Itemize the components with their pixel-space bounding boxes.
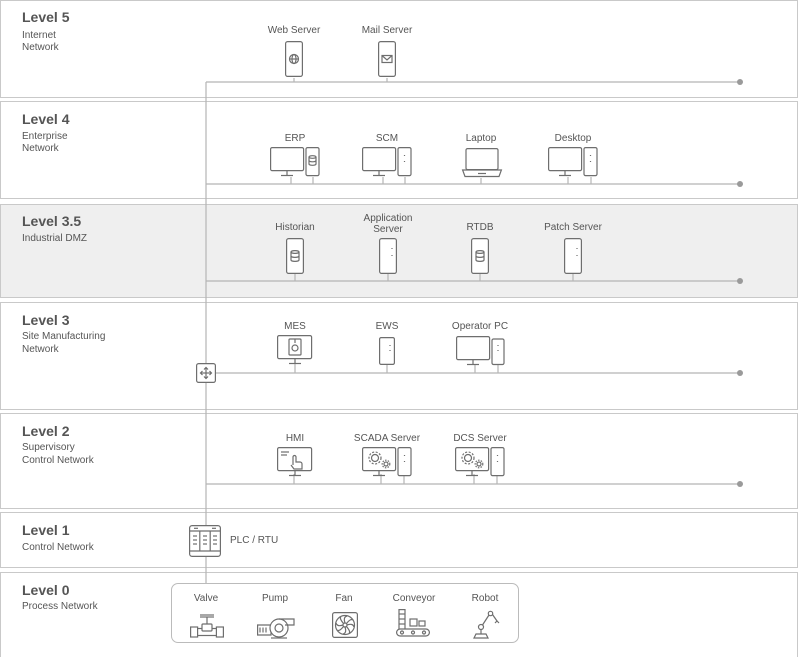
desktop-icon <box>548 147 600 177</box>
plc-rtu-label: PLC / RTU <box>230 535 279 546</box>
level-2-desc-line2: Control Network <box>22 455 94 466</box>
application-server-label-line2: Server <box>373 224 403 235</box>
level-5-desc-line1: Internet <box>22 30 56 41</box>
web-server-icon <box>285 41 303 77</box>
plc-rtu-icon <box>189 525 221 557</box>
pump-label: Pump <box>261 593 289 604</box>
application-server-label-line1: Application <box>363 213 413 224</box>
hmi-label: HMI <box>285 433 305 444</box>
robot-label: Robot <box>471 593 499 604</box>
operator-pc-label: Operator PC <box>451 321 509 332</box>
laptop-label: Laptop <box>465 133 497 144</box>
patch-server-icon <box>564 238 582 274</box>
operator-pc-icon <box>456 336 508 366</box>
conveyor-icon <box>396 609 430 639</box>
erp-label: ERP <box>284 133 306 144</box>
erp-icon <box>270 147 322 177</box>
web-server-label: Web Server <box>267 25 321 36</box>
scm-icon <box>362 147 414 177</box>
ews-label: EWS <box>375 321 399 332</box>
level-0-title: Level 0 <box>22 582 70 598</box>
fan-icon <box>332 612 358 638</box>
level-4-desc-line2: Network <box>22 143 59 154</box>
rtdb-icon <box>471 238 489 274</box>
level-2-title: Level 2 <box>22 423 70 439</box>
fan-label: Fan <box>335 593 353 604</box>
level-3-5-title: Level 3.5 <box>22 213 82 229</box>
level-4-title: Level 4 <box>22 111 70 127</box>
scada-server-label: SCADA Server <box>353 433 421 444</box>
patch-server-label: Patch Server <box>544 222 602 233</box>
router-switch-icon <box>196 363 216 383</box>
level-3-band: Level 3 Site Manufacturing Network <box>0 302 798 410</box>
level-1-desc-line1: Control Network <box>22 542 94 553</box>
level-3-title: Level 3 <box>22 312 70 328</box>
historian-icon <box>286 238 304 274</box>
mail-server-icon <box>378 41 396 77</box>
rtdb-label: RTDB <box>466 222 494 233</box>
level-3-desc-line2: Network <box>22 344 59 355</box>
level-5-desc-line2: Network <box>22 42 59 53</box>
dcs-server-label: DCS Server <box>453 433 507 444</box>
ews-icon <box>379 337 396 365</box>
valve-icon <box>190 613 224 639</box>
desktop-label: Desktop <box>554 133 592 144</box>
level-5-band: Level 5 Internet Network <box>0 0 798 98</box>
scada-server-icon <box>362 447 414 477</box>
level-5-title: Level 5 <box>22 9 70 25</box>
mail-server-label: Mail Server <box>361 25 413 36</box>
historian-label: Historian <box>275 222 315 233</box>
level-4-desc-line1: Enterprise <box>22 131 68 142</box>
pump-icon <box>257 615 295 639</box>
robot-icon <box>472 609 500 639</box>
valve-label: Valve <box>193 593 219 604</box>
mes-label: MES <box>284 321 306 332</box>
scm-label: SCM <box>375 133 399 144</box>
mes-icon <box>277 335 313 365</box>
hmi-icon <box>277 447 313 477</box>
conveyor-label: Conveyor <box>392 593 436 604</box>
laptop-icon <box>461 148 503 178</box>
level-3-5-band: Level 3.5 Industrial DMZ <box>0 204 798 298</box>
level-1-band: Level 1 Control Network <box>0 512 798 568</box>
level-3-desc-line1: Site Manufacturing <box>22 331 106 342</box>
level-2-desc-line1: Supervisory <box>22 442 75 453</box>
level-1-title: Level 1 <box>22 522 70 538</box>
application-server-icon <box>379 238 397 274</box>
level-3-5-desc-line1: Industrial DMZ <box>22 233 88 244</box>
level-0-desc-line1: Process Network <box>22 601 98 612</box>
dcs-server-icon <box>455 447 507 477</box>
